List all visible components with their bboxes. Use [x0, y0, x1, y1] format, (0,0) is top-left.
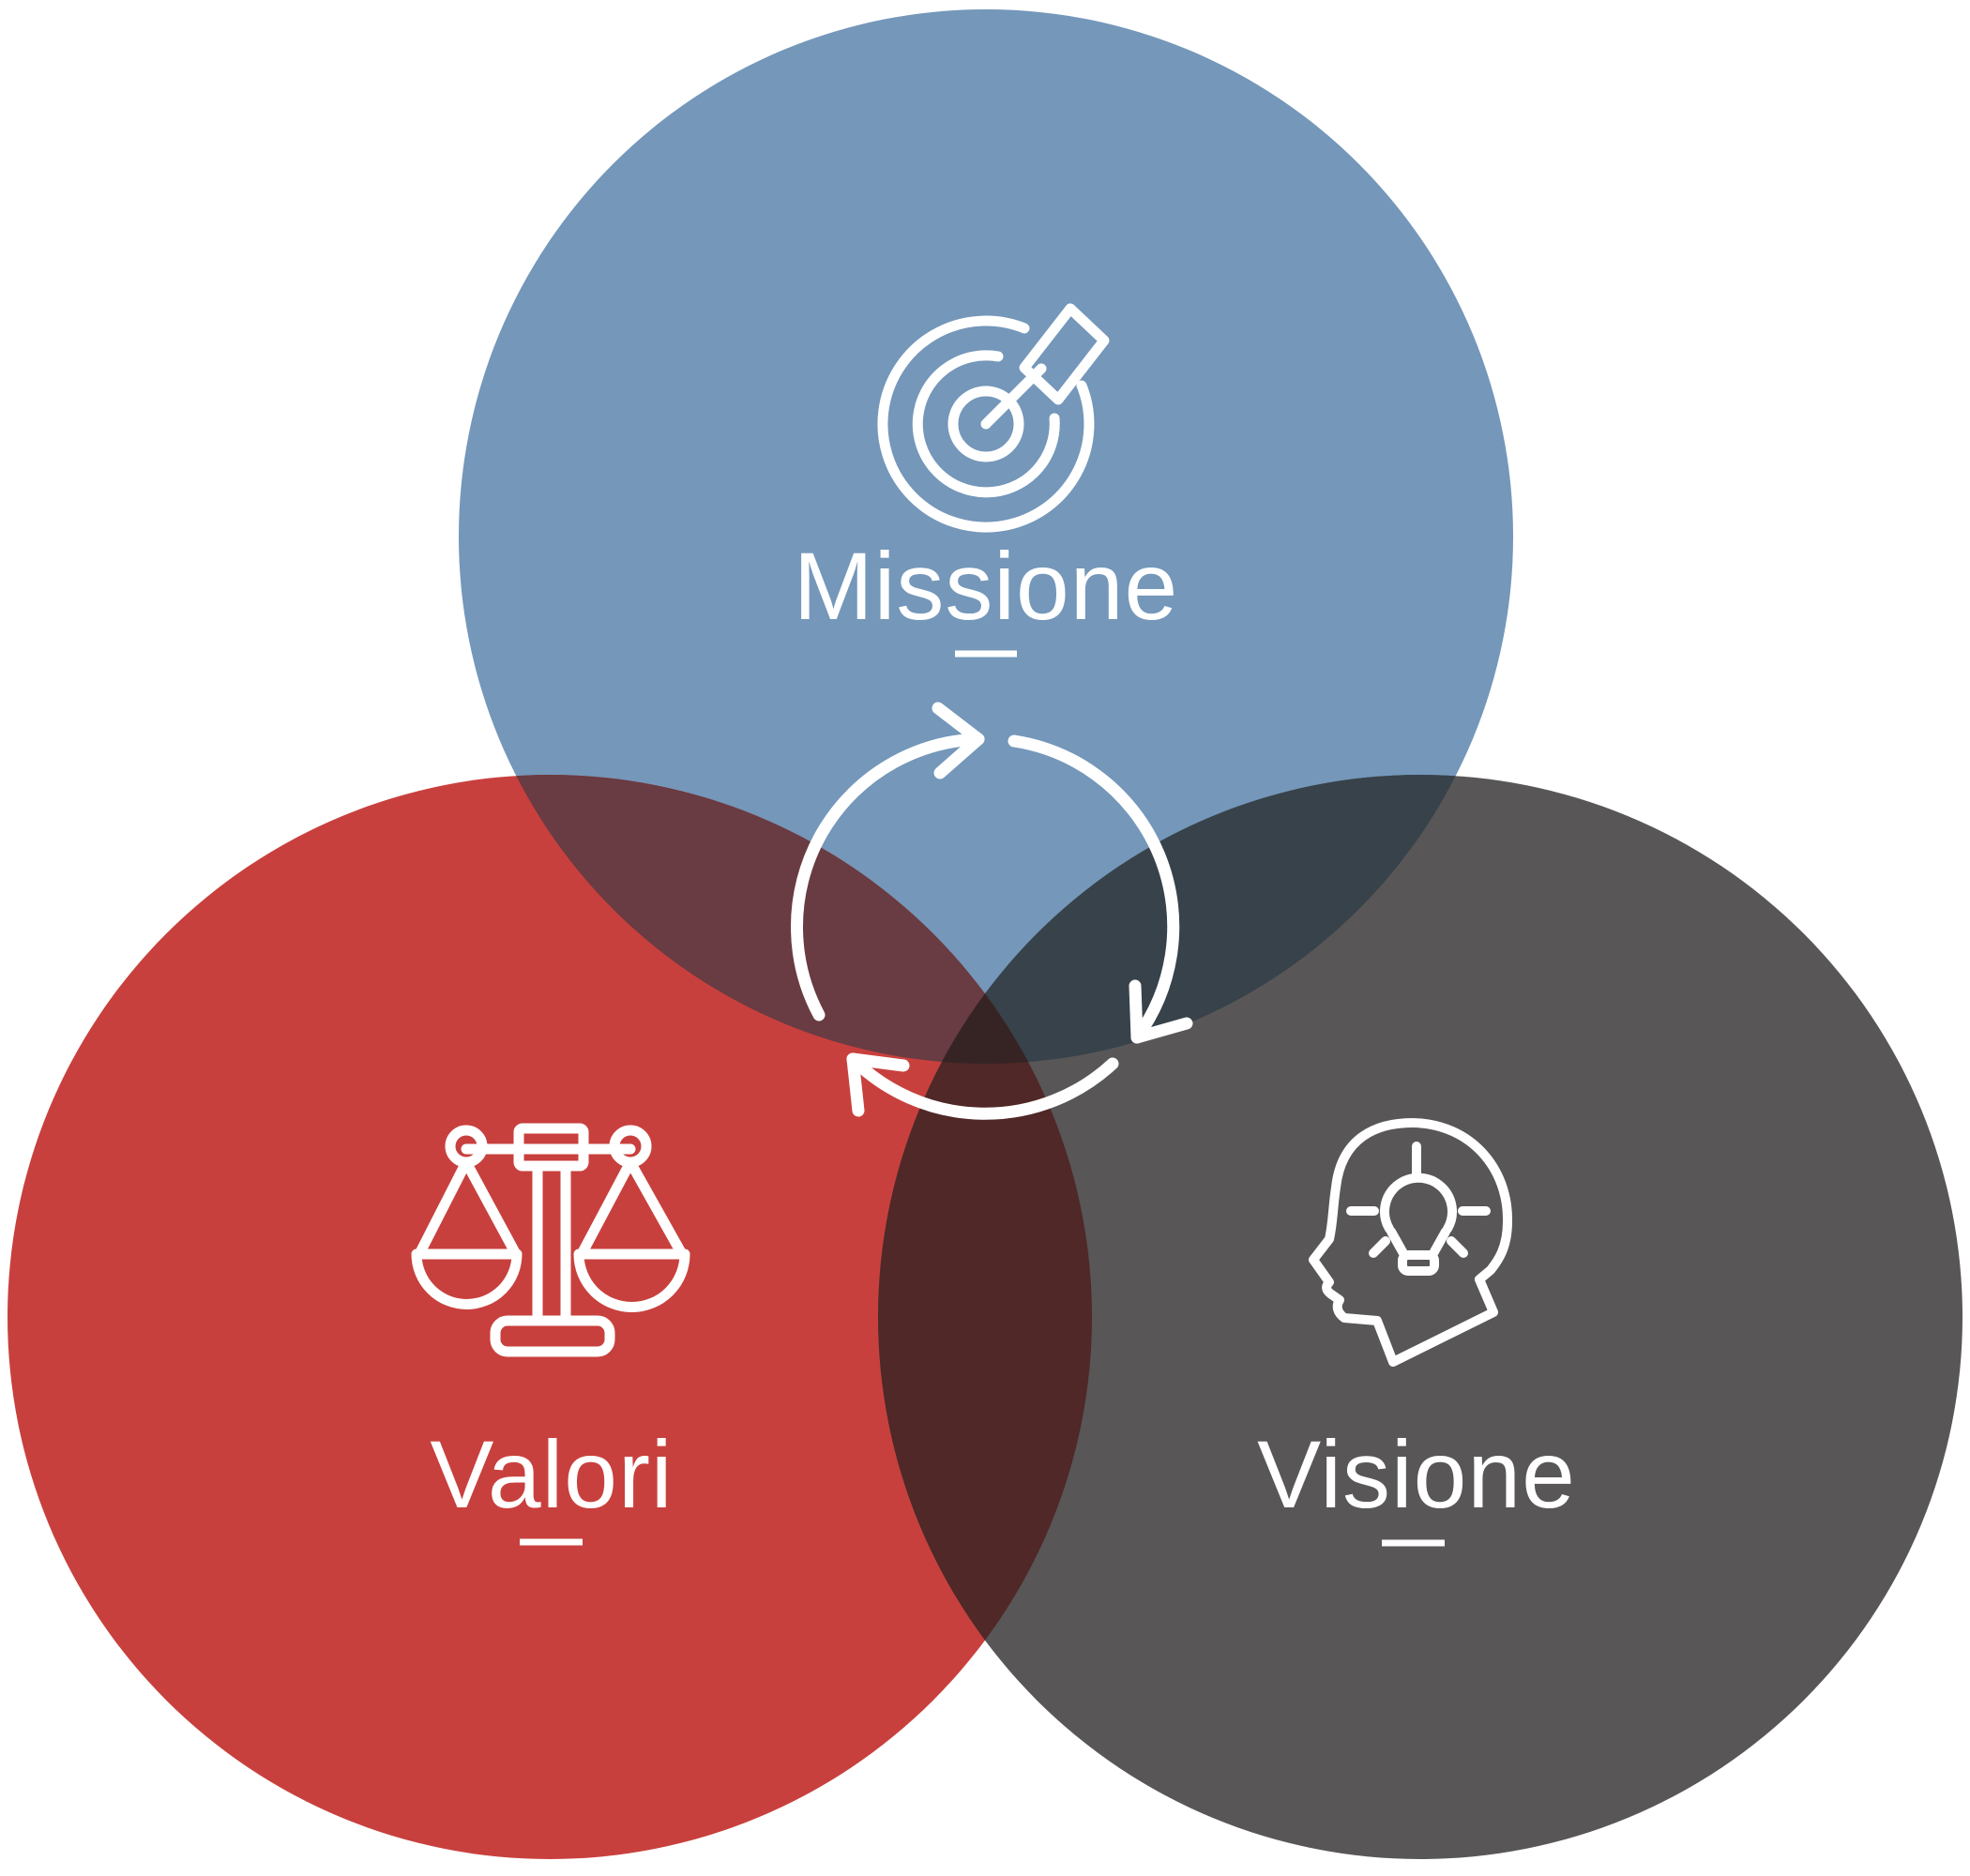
head-profile-outline [1309, 1118, 1513, 1367]
target-arrow-icon [877, 303, 1110, 533]
cycle-arc-bottom [846, 1052, 1119, 1120]
cycle-arrows-icon [791, 702, 1193, 1120]
missione-label: Missione [794, 533, 1178, 640]
cycle-arc-left [791, 733, 985, 1021]
scales-left-pan [411, 1248, 523, 1309]
scales-left-cords [414, 1157, 522, 1260]
visione-label: Visione [1257, 1421, 1576, 1528]
scales-right-cords [576, 1157, 688, 1260]
lightbulb-ray-lower-right [1447, 1236, 1468, 1258]
scales-base [490, 1315, 615, 1357]
head-idea-icon [1309, 1118, 1513, 1367]
missione-label-group: Missione [794, 533, 1178, 658]
scales-right-pan [573, 1248, 690, 1312]
lightbulb-globe [1380, 1172, 1457, 1233]
visione-label-group: Visione [1257, 1421, 1576, 1547]
target-bullseye [947, 386, 1024, 462]
dart-fletching [1019, 303, 1110, 405]
scales-icon [411, 1123, 690, 1357]
target-outer-ring [877, 315, 1095, 533]
cycle-arrowhead-right [1129, 979, 1193, 1044]
cycle-arrowhead-bottom-left [846, 1052, 910, 1117]
valori-label: Valori [430, 1421, 673, 1528]
lightbulb-taper [1387, 1227, 1450, 1260]
visione-circle [878, 775, 1962, 1859]
valori-label-group: Valori [430, 1421, 673, 1546]
lightbulb-base [1398, 1250, 1439, 1276]
lightbulb-ray-lower-left [1369, 1236, 1390, 1258]
cycle-arrowhead-top [932, 702, 985, 779]
target-middle-ring [912, 350, 1060, 498]
missione-circle [459, 9, 1513, 1064]
cycle-arc-top-right [1008, 734, 1180, 1044]
